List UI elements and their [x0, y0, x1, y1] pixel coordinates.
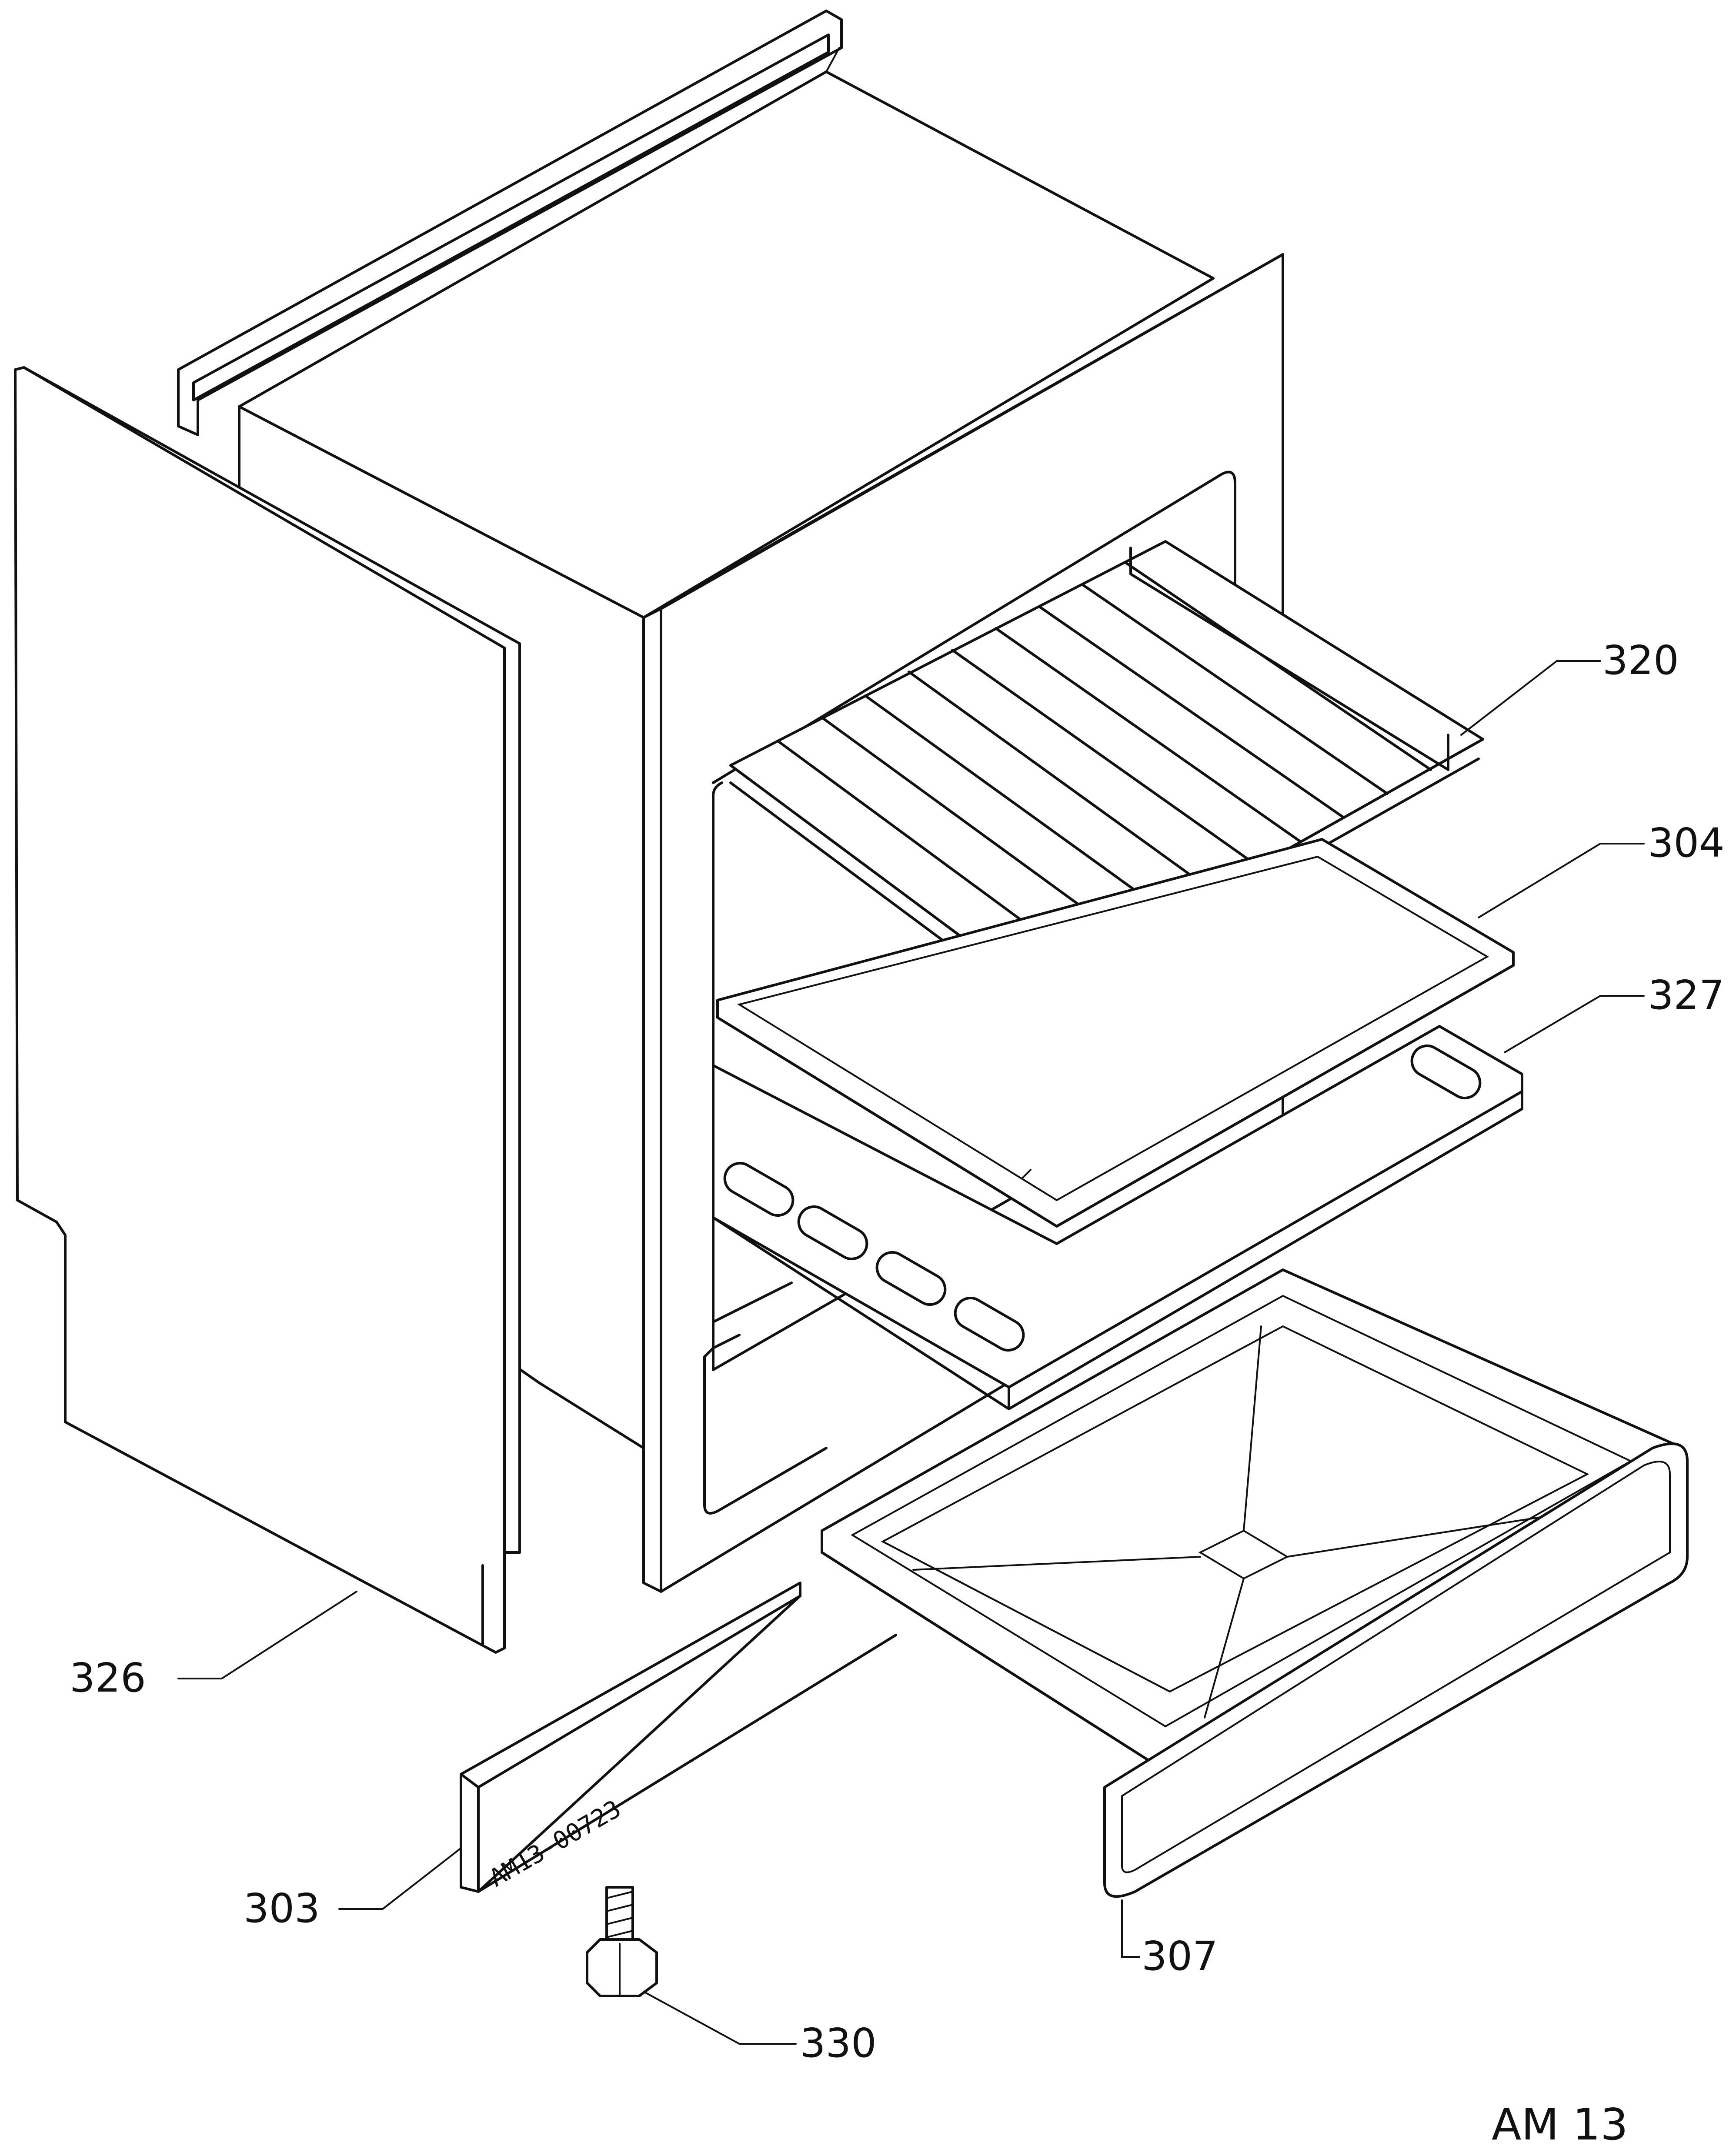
leader-lines — [177, 660, 1645, 2045]
baking-tray-304 — [716, 838, 1515, 1228]
label-part-304: 304 — [1648, 820, 1725, 866]
side-panel-326 — [14, 366, 521, 1654]
label-part-330: 330 — [800, 2020, 877, 2066]
floor-plate-327 — [712, 1025, 1523, 1410]
storage-drawer-307 — [821, 1268, 1689, 1898]
drawing-code: AM 13 — [1492, 2099, 1628, 2150]
label-part-320: 320 — [1602, 637, 1679, 684]
screw-330 — [586, 1886, 658, 1997]
kick-plate-303: AM13-00723 — [460, 1582, 897, 1893]
label-part-307: 307 — [1142, 1933, 1218, 1979]
label-part-326: 326 — [70, 1655, 146, 1701]
floor-plate-slots — [723, 1045, 1482, 1352]
callout-labels: 320 304 327 326 303 307 330 AM 13 — [70, 637, 1725, 2150]
label-part-303: 303 — [244, 1885, 320, 1932]
label-part-327: 327 — [1648, 972, 1725, 1018]
